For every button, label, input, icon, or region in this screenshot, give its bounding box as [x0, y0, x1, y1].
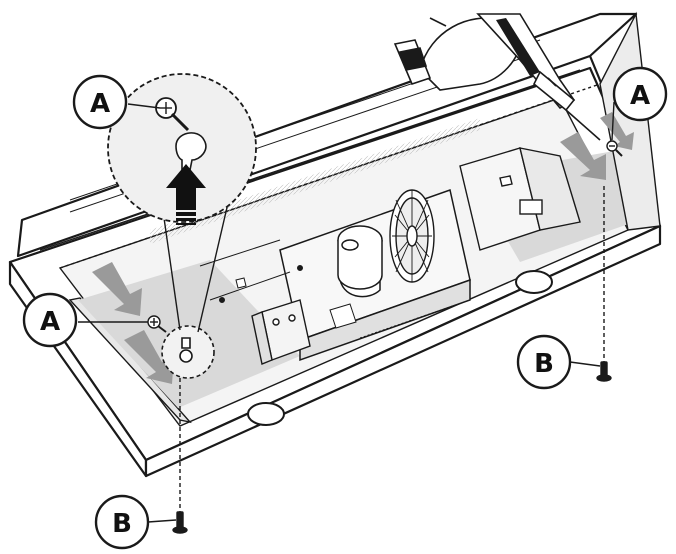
callout-letter: A	[90, 89, 110, 119]
left-upper-arrow	[92, 262, 142, 316]
b-screw-bottom	[172, 511, 188, 534]
magnified-screw	[155, 97, 190, 132]
b-screw-right	[596, 361, 612, 382]
right-upper-arrow	[560, 132, 606, 180]
filter-holes	[247, 270, 553, 426]
right-lower-arrow	[600, 112, 634, 150]
blower-wheel-icon	[389, 189, 435, 283]
callout-b-bottom: B	[94, 494, 150, 550]
right-mounting-screw	[606, 140, 623, 157]
arrow-down-icon	[92, 112, 634, 384]
b-screws	[172, 361, 612, 534]
callout-leaders	[78, 101, 615, 523]
hand-icon	[393, 17, 521, 91]
arrow-up-icon	[166, 164, 206, 225]
keyhole-slot-icon	[179, 337, 193, 363]
callout-a-magnifier: A	[72, 74, 128, 130]
screw-guide-lines	[179, 186, 605, 512]
drill-icon	[476, 13, 601, 141]
callout-letter: A	[40, 307, 60, 337]
magnifier-detail	[107, 73, 257, 333]
callout-a-left: A	[22, 292, 78, 348]
electrical-box-right	[459, 147, 581, 251]
callout-letter: B	[112, 509, 132, 539]
callout-letter: A	[630, 81, 650, 111]
inner-panel-lines	[199, 239, 471, 339]
right-filter-hole	[515, 270, 553, 294]
magnified-keyhole-slot	[175, 132, 207, 171]
callout-letter: B	[534, 349, 554, 379]
keyhole-detail-target	[161, 325, 215, 379]
electrical-box-left	[251, 299, 311, 365]
callout-a-right: A	[612, 66, 668, 122]
left-lower-arrow	[124, 330, 174, 384]
left-filter-hole	[247, 402, 285, 426]
callout-b-right: B	[516, 334, 572, 390]
